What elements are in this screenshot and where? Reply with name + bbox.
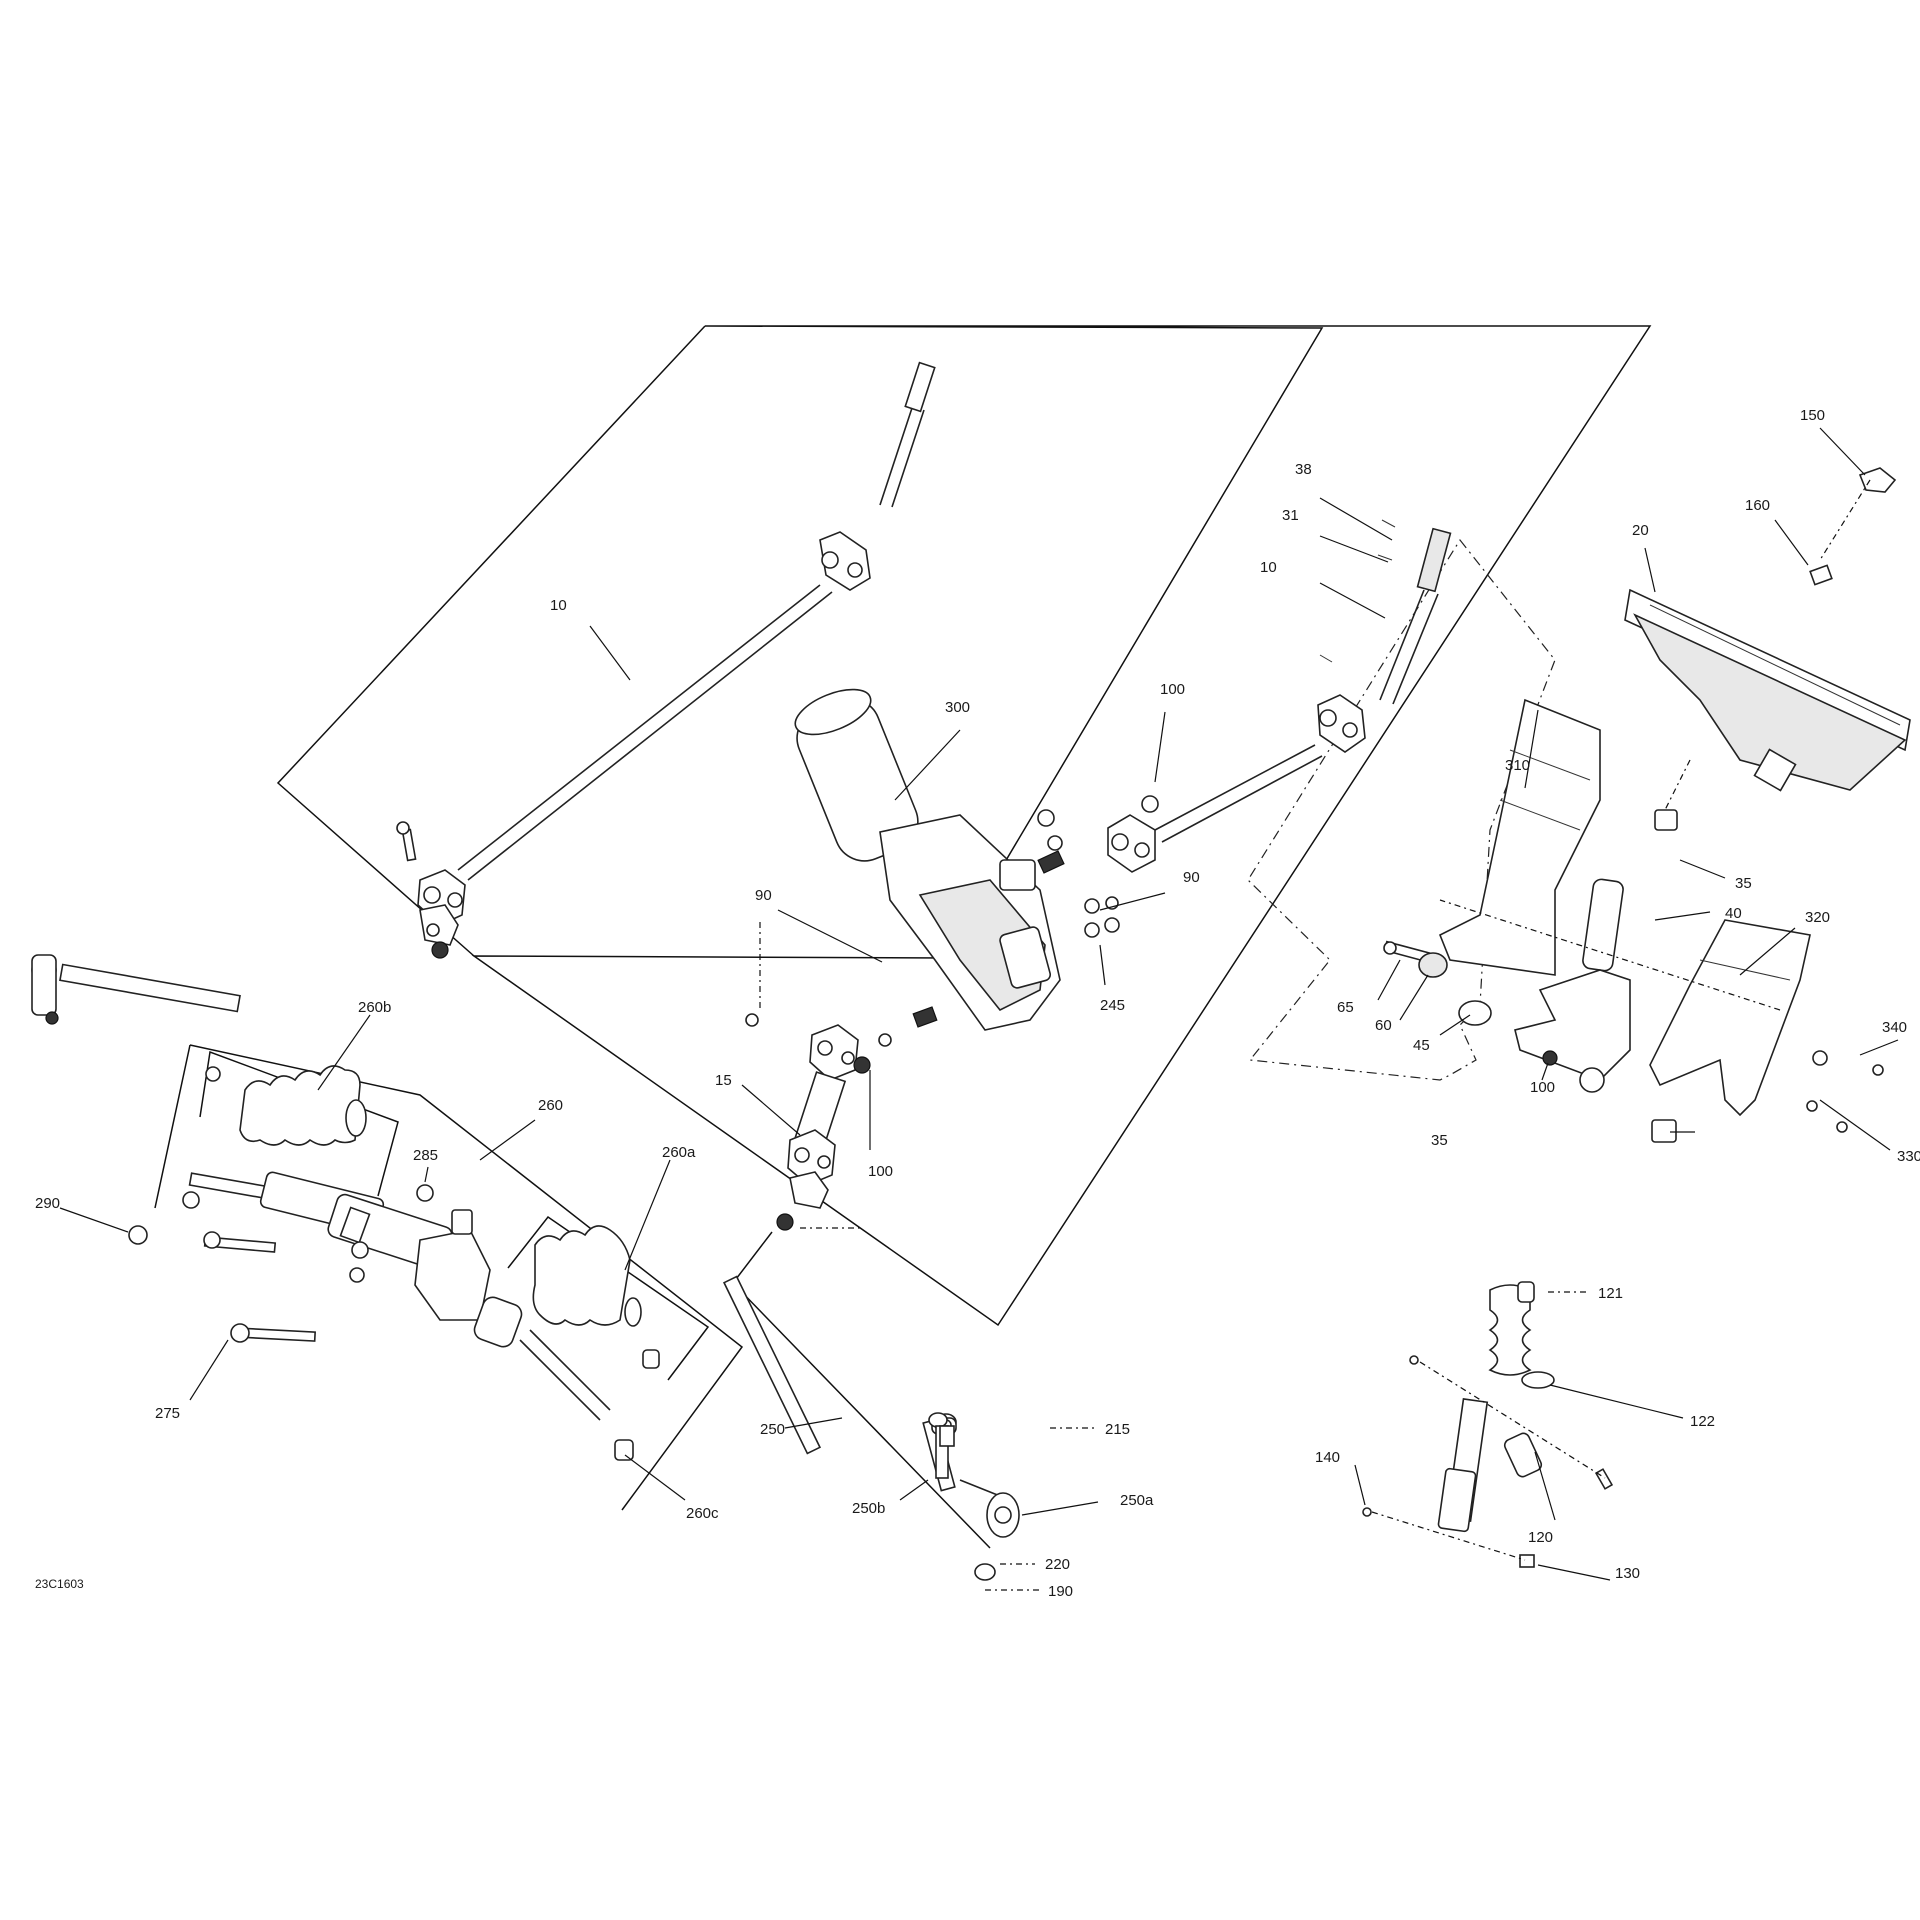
callout-31: 31 [1282,507,1299,524]
callout-labels: 10 38 31 10 300 100 90 245 90 15 100 150… [35,407,1920,1600]
callout-310: 310 [1505,757,1530,774]
callout-60: 60 [1375,1017,1392,1034]
callout-290: 290 [35,1195,60,1212]
callout-220: 220 [1045,1556,1070,1573]
callout-45: 45 [1413,1037,1430,1054]
callout-250: 250 [760,1421,785,1438]
callout-260a: 260a [662,1144,696,1161]
steering-rack [188,1171,611,1421]
steering-column-cover-front [1438,698,1601,976]
callout-330: 330 [1897,1148,1920,1165]
callout-65: 65 [1337,999,1354,1016]
rack-boot-left [205,1065,367,1146]
tilt-bracket [1514,809,1678,1143]
upper-shaft-frame [276,325,706,957]
callout-140: 140 [1315,1449,1340,1466]
callout-250b: 250b [852,1500,885,1517]
callout-90-right: 90 [1183,869,1200,886]
callout-15: 15 [715,1072,732,1089]
callout-250a: 250a [1120,1492,1154,1509]
callout-35-top: 35 [1735,875,1752,892]
intermediate-shaft-upper [396,361,936,959]
lower-u-joint-shaft [745,1013,892,1231]
callout-40: 40 [1725,905,1742,922]
callout-150: 150 [1800,407,1825,424]
callout-90-left: 90 [755,887,772,904]
steering-column-frame [471,325,1652,1327]
drawing-code: 23C1603 [35,1577,84,1591]
callout-260c: 260c [686,1505,719,1522]
callout-100-mid: 100 [868,1163,893,1180]
callout-285: 285 [413,1147,438,1164]
callout-260: 260 [538,1097,563,1114]
rack-boot-right [532,1225,660,1461]
rack-hardware [128,1184,434,1343]
rack-frame [189,1044,744,1511]
tie-rod [722,1275,1020,1581]
callout-245: 245 [1100,997,1125,1014]
power-steering-unit [794,688,1065,1031]
callout-160: 160 [1745,497,1770,514]
column-hardware [1383,479,1884,1133]
callout-122: 122 [1690,1413,1715,1430]
callout-260b: 260b [358,999,391,1016]
callout-275: 275 [155,1405,180,1422]
intermediate-shaft-lower [1107,519,1452,873]
steering-damper [1362,1281,1614,1568]
callout-215: 215 [1105,1421,1130,1438]
callout-130: 130 [1615,1565,1640,1582]
callout-38: 38 [1295,461,1312,478]
callout-10-upper: 10 [550,597,567,614]
callout-190: 190 [1048,1583,1073,1600]
callout-20: 20 [1632,522,1649,539]
callout-340: 340 [1882,1019,1907,1036]
leader-lines [59,427,1899,1591]
callout-121: 121 [1598,1285,1623,1302]
steering-column-cover-rear [1649,919,1811,1117]
callout-35-bottom: 35 [1431,1132,1448,1149]
callout-120: 120 [1528,1529,1553,1546]
outer-tie-rod-end-left [31,954,241,1025]
callout-100-top: 100 [1160,681,1185,698]
callout-320: 320 [1805,909,1830,926]
steering-wheel [1624,467,1911,792]
rack-frame-left [154,1044,191,1209]
callout-100-bracket: 100 [1530,1079,1555,1096]
callout-300: 300 [945,699,970,716]
callout-10-lower: 10 [1260,559,1277,576]
